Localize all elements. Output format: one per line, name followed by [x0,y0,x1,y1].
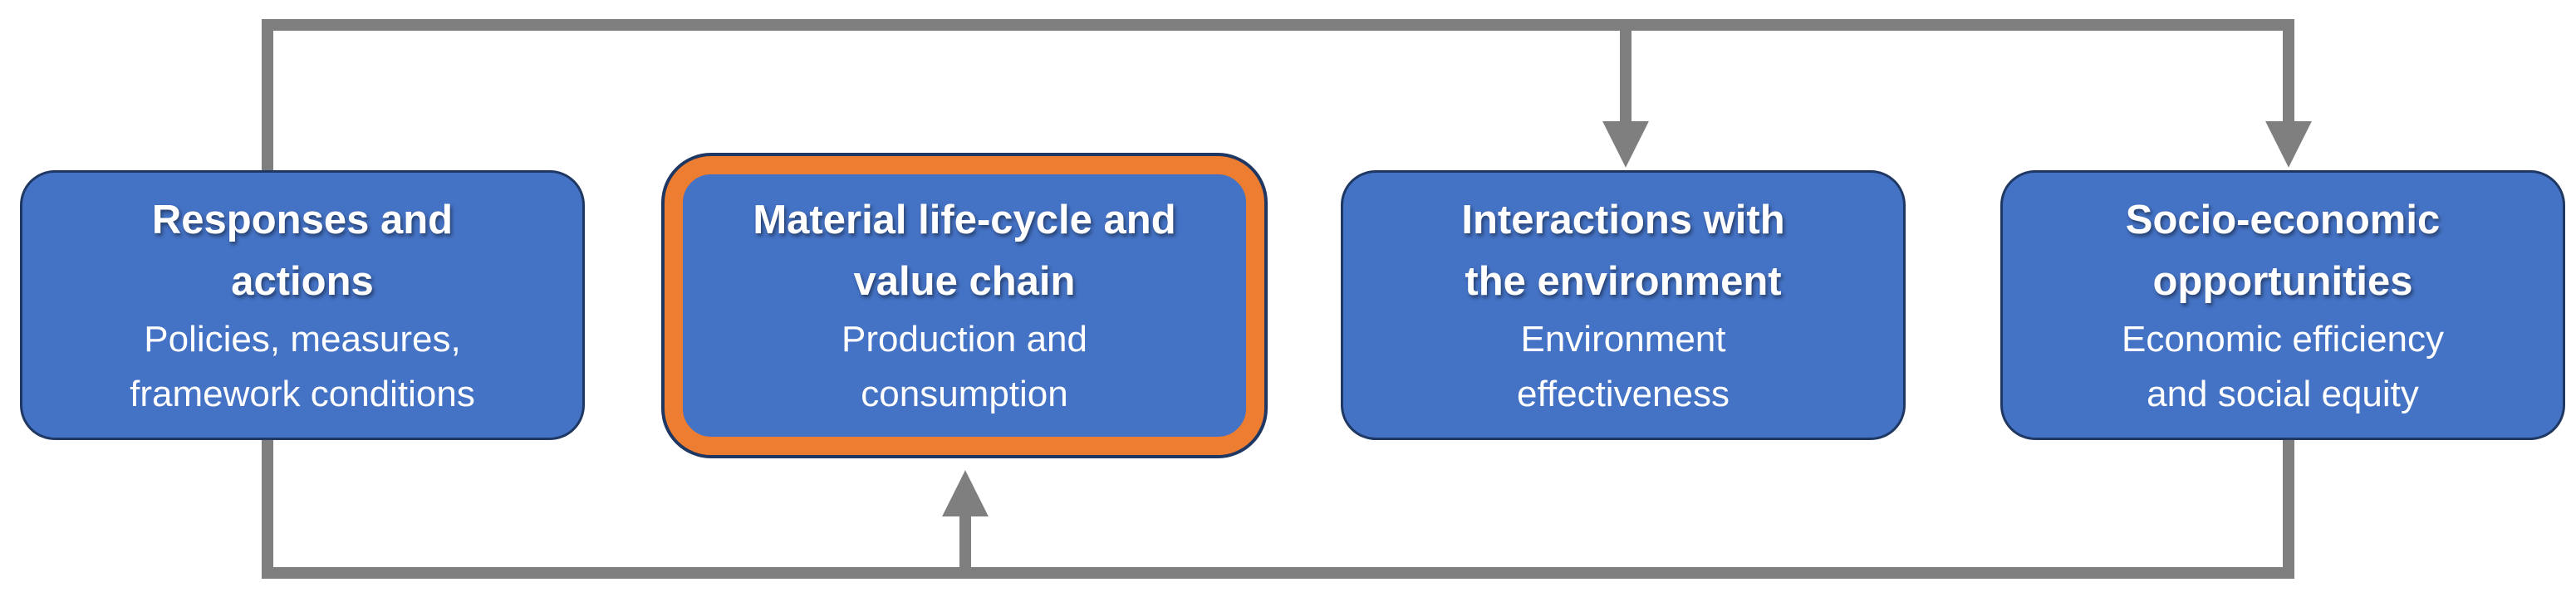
box-title-line: actions [231,258,374,304]
box-title-line: Responses and [151,197,454,242]
box-subtitle-line: Environment [1520,318,1726,360]
box-material-life-cycle: Material life-cycle and value chain Prod… [665,156,1264,455]
bottom-loop-line [262,438,2294,579]
box-subtitle-line: effectiveness [1516,373,1730,414]
box-title-line: Interactions with [1461,197,1785,242]
box-title-line: Socio-economic [2125,197,2441,242]
box-socio-economic-opportunities: Socio-economic opportunities Economic ef… [2000,170,2565,440]
top-loop-line [262,19,2312,173]
box-subtitle-line: and social equity [2147,373,2419,414]
box-title-line: value chain [853,259,1076,304]
box-subtitle-line: consumption [861,374,1068,414]
box-subtitle-line: framework conditions [130,373,475,414]
box-responses-and-actions: Responses and actions Policies, measures… [20,170,585,440]
box-title-line: opportunities [2152,258,2413,304]
box-subtitle-line: Production and [841,319,1087,360]
box-interactions-with-environment: Interactions with the environment Enviro… [1341,170,1906,440]
box-title-line: Material life-cycle and [753,198,1176,242]
box-subtitle-line: Policies, measures, [144,318,461,360]
box-title-line: the environment [1465,258,1782,304]
box-subtitle-line: Economic efficiency [2121,318,2445,360]
